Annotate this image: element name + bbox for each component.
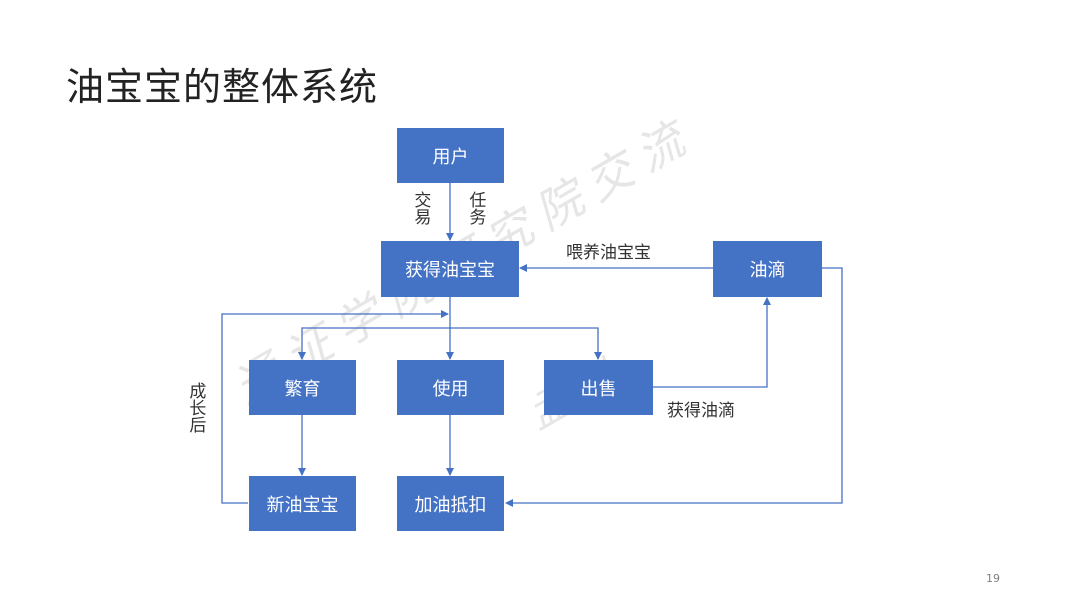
- node-sell: 出售: [544, 360, 653, 415]
- arrow-oil-to-fuel: [505, 267, 843, 507]
- arrow-sell-to-oil: [653, 297, 771, 388]
- node-oil-drop: 油滴: [713, 241, 822, 297]
- label-grown: 成长后: [185, 382, 206, 433]
- node-use: 使用: [397, 360, 504, 415]
- label-feed: 喂养油宝宝: [566, 243, 651, 263]
- branch-line: [298, 327, 450, 360]
- label-trade: 交易: [410, 191, 431, 225]
- node-get-baby: 获得油宝宝: [381, 241, 519, 297]
- node-new-baby: 新油宝宝: [249, 476, 356, 531]
- node-user: 用户: [397, 128, 504, 183]
- label-task: 任务: [465, 191, 486, 225]
- label-get-oil: 获得油滴: [667, 401, 735, 421]
- page-number: 19: [986, 572, 1000, 585]
- slide-title: 油宝宝的整体系统: [66, 65, 379, 109]
- node-breed: 繁育: [249, 360, 356, 415]
- branch-line-sell: [450, 327, 602, 360]
- arrow-new-baby-loop: [221, 310, 449, 504]
- node-fuel-deduct: 加油抵扣: [397, 476, 504, 531]
